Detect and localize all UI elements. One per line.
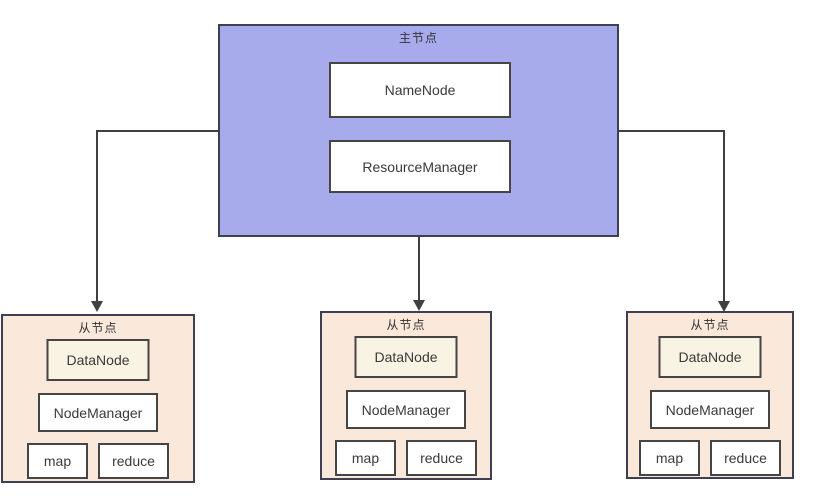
nodemanager-label: NodeManager [361, 401, 451, 418]
datanode-box: DataNode [354, 336, 458, 378]
reduce-label: reduce [724, 450, 767, 466]
arrowhead-down-icon [413, 300, 425, 311]
datanode-box: DataNode [46, 339, 150, 381]
map-label: map [351, 450, 380, 466]
slave-node-box-1: 从节点 DataNode NodeManager map reduce [1, 314, 195, 483]
arrowhead-down-icon [91, 301, 103, 312]
nodemanager-label: NodeManager [665, 401, 755, 418]
connector-master-to-slave1 [96, 130, 218, 303]
reduce-task-box: reduce [98, 443, 169, 479]
map-label: map [655, 450, 684, 466]
namenode-label: NameNode [384, 82, 456, 98]
master-node-title: 主节点 [398, 31, 438, 45]
datanode-label: DataNode [678, 349, 742, 365]
reduce-label: reduce [112, 453, 155, 469]
map-task-box: map [639, 440, 700, 476]
task-row: map reduce [27, 443, 169, 479]
master-node-box: 主节点 NameNode ResourceManager [218, 24, 619, 237]
connector-master-to-slave3 [619, 130, 725, 303]
task-row: map reduce [335, 440, 477, 476]
task-row: map reduce [639, 440, 781, 476]
reduce-task-box: reduce [406, 440, 477, 476]
reduce-task-box: reduce [710, 440, 781, 476]
map-label: map [43, 453, 72, 469]
datanode-box: DataNode [658, 336, 762, 378]
map-task-box: map [27, 443, 88, 479]
nodemanager-box: NodeManager [650, 390, 770, 429]
slave-node-box-3: 从节点 DataNode NodeManager map reduce [626, 311, 794, 479]
namenode-box: NameNode [329, 62, 511, 118]
slave-node-box-2: 从节点 DataNode NodeManager map reduce [320, 311, 492, 480]
nodemanager-label: NodeManager [53, 404, 143, 421]
datanode-label: DataNode [374, 349, 438, 365]
nodemanager-box: NodeManager [38, 393, 158, 432]
slave-node-title: 从节点 [690, 318, 730, 332]
nodemanager-box: NodeManager [346, 390, 466, 429]
datanode-label: DataNode [66, 352, 130, 368]
map-task-box: map [335, 440, 396, 476]
slave-node-title: 从节点 [78, 321, 118, 335]
resourcemanager-label: ResourceManager [362, 158, 478, 175]
reduce-label: reduce [420, 450, 463, 466]
slave-node-title: 从节点 [386, 318, 426, 332]
resourcemanager-box: ResourceManager [329, 140, 511, 193]
